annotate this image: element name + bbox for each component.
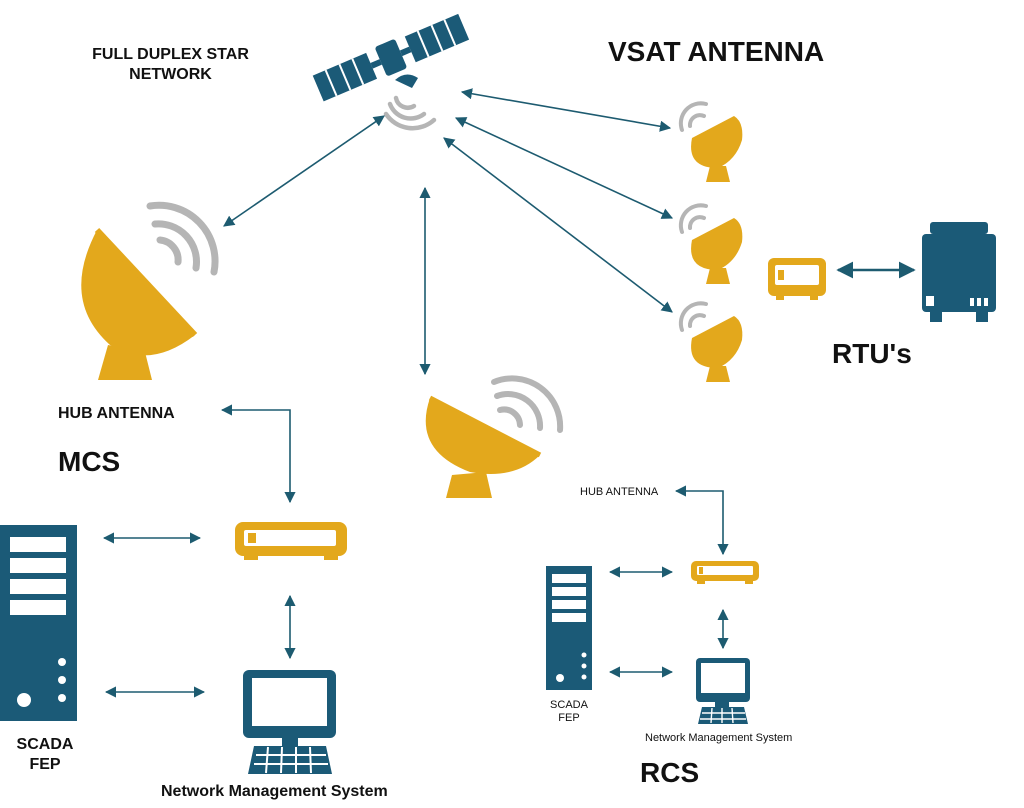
modem-icon [691, 561, 759, 584]
keyboard-icon [248, 746, 332, 774]
keyboard-icon [698, 707, 748, 724]
rcs-hub-antenna-label: HUB ANTENNA [580, 486, 659, 498]
rcs-scada-fep-label: SCADA FEP [546, 699, 592, 725]
link-arrow [674, 485, 729, 556]
scada-fep-label: SCADA FEP [6, 735, 84, 775]
vsat-antenna-label: VSAT ANTENNA [608, 36, 825, 67]
server-rack-icon [0, 525, 77, 721]
server-rack-icon [546, 566, 592, 690]
hub-antenna-label: HUB ANTENNA [58, 405, 175, 422]
computer-monitor-icon [696, 658, 750, 707]
signal-waves-icon [491, 375, 564, 433]
modem-icon [235, 522, 347, 560]
modem-icon [768, 258, 826, 300]
dish-antenna-icon [678, 301, 743, 382]
rtu-cabinet-icon [922, 222, 996, 322]
signal-waves-icon [383, 95, 437, 131]
network-title: FULL DUPLEX STAR NETWORK [83, 45, 258, 85]
mcs-label: MCS [58, 446, 121, 477]
dish-antenna-icon [81, 201, 219, 380]
dish-antenna-icon [678, 203, 743, 284]
connection-arrows [102, 88, 916, 698]
dish-antenna-icon [678, 101, 743, 182]
link-arrow [460, 88, 672, 132]
link-arrow [443, 137, 673, 313]
rcs-scada-fep-line1: SCADA [550, 699, 588, 711]
link-arrow [220, 404, 296, 504]
rtus-label: RTU's [832, 338, 912, 369]
scada-fep-line2: FEP [29, 756, 61, 773]
rcs-label: RCS [640, 757, 700, 788]
network-title-line1: FULL DUPLEX STAR [92, 46, 249, 63]
satellite-icon [312, 13, 470, 131]
network-title-line2: NETWORK [129, 66, 212, 83]
link-arrow [223, 115, 385, 227]
signal-waves-icon [146, 201, 219, 276]
link-arrow [454, 117, 674, 219]
rcs-nms-label: Network Management System [645, 732, 793, 744]
dish-antenna-icon [425, 375, 564, 498]
scada-fep-line1: SCADA [16, 736, 74, 753]
computer-monitor-icon [243, 670, 336, 746]
rcs-scada-fep-line2: FEP [558, 712, 580, 724]
nms-label: Network Management System [161, 783, 388, 800]
